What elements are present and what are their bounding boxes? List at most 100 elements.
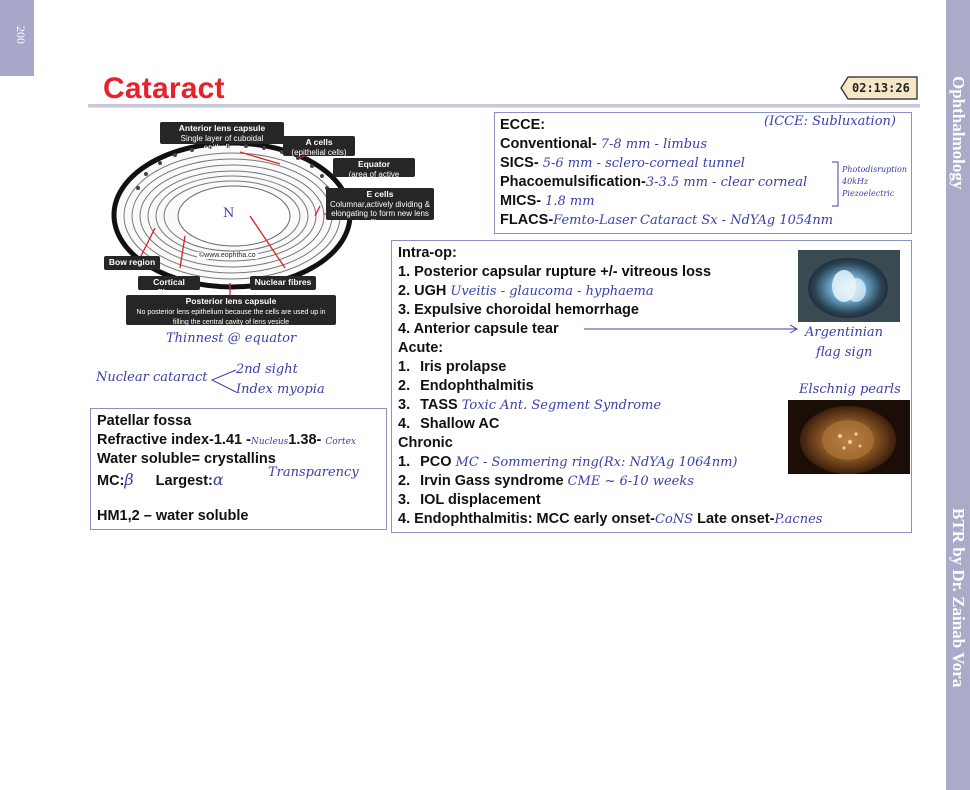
label-posterior-capsule-title: Posterior lens capsule [185, 296, 277, 306]
ecce-row-note: 5-6 mm - sclero-corneal tunnel [542, 156, 745, 171]
label-posterior-capsule: Posterior lens capsule No posterior lens… [126, 295, 336, 326]
label-a-cells-title: A cells [305, 137, 333, 147]
chronic-item: 1.PCO MC - Sommering ring(Rx: NdYAg 1064… [398, 454, 737, 470]
transparency-note: Transparency [268, 465, 359, 480]
note-thinnest: Thinnest @ equator [166, 331, 297, 346]
phaco-brace [832, 161, 839, 207]
ecce-row-label: SICS- [500, 155, 539, 171]
intraop-item-text: 2. UGH [398, 283, 447, 299]
chronic4-late-label: Late onset- [697, 511, 775, 527]
chronic-item: 2.Irvin Gass syndrome CME ~ 6-10 weeks [398, 473, 694, 489]
acute-item: 3.TASS Toxic Ant. Segment Syndrome [398, 397, 661, 413]
page-number: 200 [14, 26, 28, 44]
page-number-tab [0, 0, 34, 76]
refractive-index-nucleus: Nucleus [250, 437, 289, 447]
label-anterior-capsule-title: Anterior lens capsule [178, 123, 266, 133]
ecce-row-note: 3-3.5 mm - clear corneal [645, 175, 808, 190]
ecce-row-note: 7-8 mm - limbus [600, 137, 708, 152]
intraop-item: 4. Anterior capsule tear [398, 321, 559, 337]
phaco-notes: Photodisruption 40kHz Piezoelectric [842, 164, 907, 200]
title-underline [88, 104, 920, 107]
phaco-note: 40kHz [842, 177, 869, 186]
title-underline-shadow [88, 107, 920, 108]
label-nuclear-fibres: Nuclear fibres [250, 276, 316, 290]
argentinian-flag-photo [798, 250, 900, 322]
ecce-row: SICS- 5-6 mm - sclero-corneal tunnel [500, 155, 745, 171]
chronic-item: 3. IOL displacement [398, 492, 541, 508]
mc-line: MC:β Largest:α [97, 470, 224, 489]
ecce-heading: ECCE: [500, 117, 546, 133]
label-e-cells-title: E cells [366, 189, 394, 199]
refractive-index-cortex-value: 1.38- [288, 432, 322, 448]
chronic-heading: Chronic [398, 435, 453, 451]
acute-heading: Acute: [398, 340, 444, 356]
ecce-box [494, 112, 912, 234]
icce-note: (ICCE: Subluxation) [764, 114, 896, 129]
acute-item-text: TASS [420, 397, 458, 413]
label-a-cells: A cells (epithelial cells) [283, 136, 355, 157]
label-cortical-fibres-text: Cortical fibres [153, 277, 185, 297]
chronic4-label: 4. Endophthalmitis: MCC early onset- [398, 511, 655, 527]
elschnig-label: Elschnig pearls [799, 382, 901, 397]
chronic-item-text: PCO [420, 454, 452, 470]
chronic4-late: P.acnes [774, 512, 823, 527]
chronic-item-num: 3. [398, 492, 411, 508]
note-brace-lines [210, 369, 237, 393]
fossa-line: Patellar fossa [97, 413, 192, 429]
acute-item-num: 2. [398, 378, 411, 394]
label-e-cells: E cells Columnar,actively dividing & elo… [326, 188, 434, 227]
chronic-item-text: IOL displacement [420, 492, 541, 508]
page-title: Cataract [103, 72, 225, 105]
ecce-row-label: MICS- [500, 193, 542, 209]
label-anterior-capsule-sub: Single layer of cuboidal epithelium [180, 133, 264, 152]
chronic-item: 4. Endophthalmitis: MCC early onset-CoNS… [398, 511, 822, 527]
water-soluble-line: Water soluble= crystallins [97, 451, 276, 467]
ecce-row: FLACS-Femto-Laser Cataract Sx - NdYAg 10… [500, 212, 833, 228]
acute-item-text: Iris prolapse [420, 359, 507, 375]
phaco-note: Piezoelectric [842, 189, 895, 198]
intraop-item-note: Uveitis - glaucoma - hyphaema [450, 284, 654, 299]
side-label-author: BTR by Dr. Zainab Vora [949, 508, 968, 688]
phaco-note: Photodisruption [842, 165, 908, 174]
acute-item-num: 4. [398, 416, 411, 432]
label-bow-region: Bow region [104, 256, 160, 270]
refractive-index-line: Refractive index-1.41 -Nucleus1.38- Cort… [97, 432, 356, 448]
label-a-cells-sub: (epithelial cells) [291, 147, 347, 157]
hm-line: HM1,2 – water soluble [97, 508, 249, 524]
acute-item: 1. Iris prolapse [398, 359, 506, 375]
label-posterior-capsule-sub: No posterior lens epithelium because the… [136, 308, 326, 326]
ecce-row-label: Phacoemulsification- [500, 174, 646, 190]
acute-item-text: Endophthalmitis [420, 378, 534, 394]
intraop-item: 2. UGH Uveitis - glaucoma - hyphaema [398, 283, 654, 299]
largest-value: α [212, 470, 224, 489]
intraop-item: 3. Expulsive choroidal hemorrhage [398, 302, 639, 318]
chronic-item-num: 1. [398, 454, 411, 470]
ecce-row-note: Femto-Laser Cataract Sx - NdYAg 1054nm [553, 213, 834, 228]
label-equator: Equator (area of active mitosis) [333, 158, 415, 188]
argentinian-label-2: flag sign [816, 345, 873, 360]
chronic4-early: CoNS [655, 512, 694, 527]
lens-properties-box [90, 408, 387, 530]
ecce-row-label: Conventional- [500, 136, 597, 152]
ecce-row: Phacoemulsification-3-3.5 mm - clear cor… [500, 174, 807, 190]
timer-text: 02:13:26 [852, 81, 910, 95]
nucleus-letter: N [223, 206, 235, 221]
refractive-index-label: Refractive index-1.41 - [97, 432, 251, 448]
chronic-item-note: CME ~ 6-10 weeks [567, 474, 694, 489]
ecce-row-label: FLACS- [500, 212, 554, 228]
mc-value: β [124, 470, 134, 489]
acute-item: 4.Shallow AC [398, 416, 499, 432]
ecce-row: Conventional- 7-8 mm - limbus [500, 136, 707, 152]
chronic-item-num: 2. [398, 473, 411, 489]
diagram-watermark: ©www.eophtha.co [197, 252, 258, 259]
label-equator-title: Equator [357, 159, 391, 169]
timer-badge [840, 76, 918, 100]
ecce-row-note: 1.8 mm [545, 194, 595, 209]
ecce-row: MICS- 1.8 mm [500, 193, 595, 209]
arrow-to-argentinian [584, 324, 799, 334]
label-cortical-fibres: Cortical fibres [138, 276, 200, 297]
intraop-heading: Intra-op: [398, 245, 457, 261]
acute-item-num: 3. [398, 397, 411, 413]
acute-item-num: 1. [398, 359, 411, 375]
label-nuclear-fibres-text: Nuclear fibres [254, 277, 312, 287]
